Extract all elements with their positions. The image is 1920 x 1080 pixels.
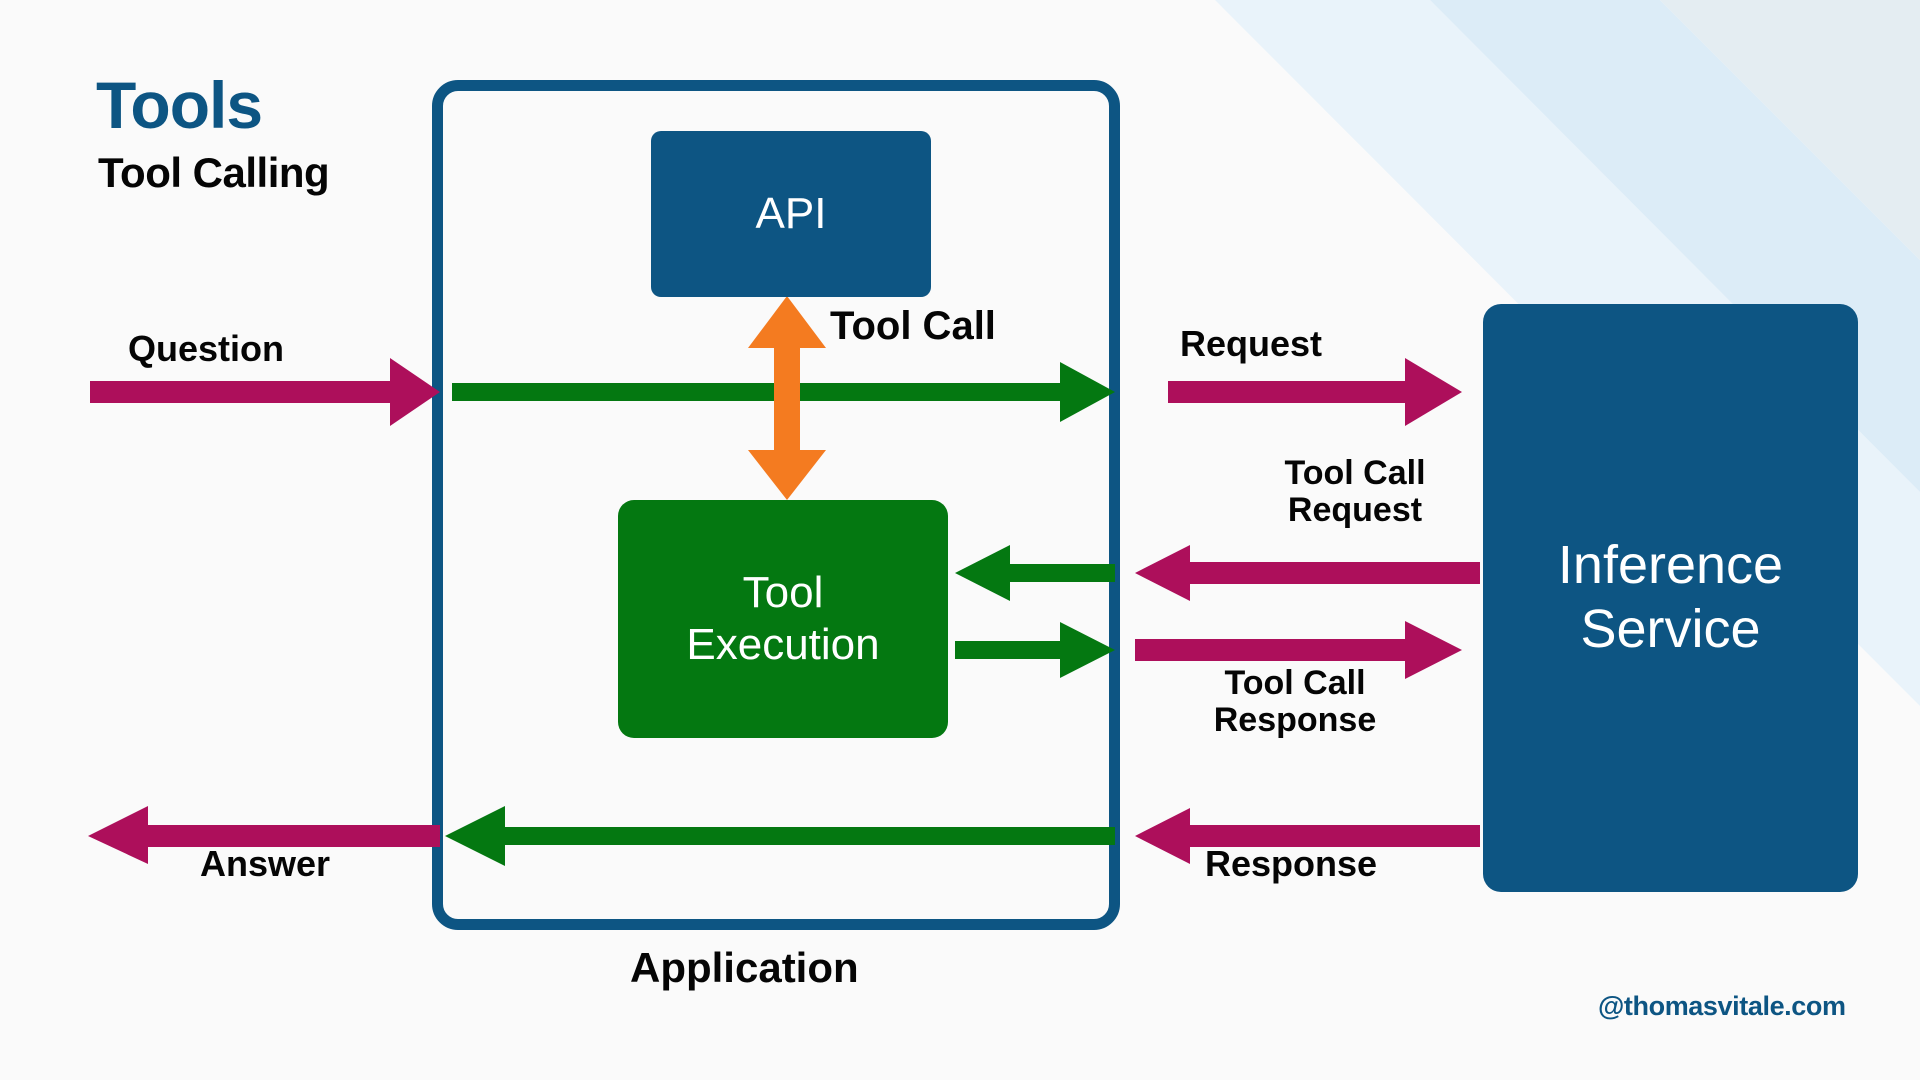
edge-label-request: Request xyxy=(1180,323,1323,364)
tool-call-response-green-arrow xyxy=(955,622,1115,678)
node-api-label: API xyxy=(755,189,827,238)
node-inference-service[interactable]: Inference Service xyxy=(1483,304,1858,892)
edge-label-tool-call: Tool Call xyxy=(830,304,996,348)
tool-call-arrow xyxy=(748,296,826,500)
node-inference-service-label-line2: Service xyxy=(1580,599,1761,659)
node-tool-execution-label: Tool Execution xyxy=(686,567,879,671)
node-inference-service-label-line1: Inference xyxy=(1557,535,1784,596)
response-arrow xyxy=(1135,808,1480,864)
tool-call-response-arrow xyxy=(1135,621,1462,679)
edge-label-answer: Answer xyxy=(200,843,331,884)
page-title: Tools xyxy=(96,68,263,142)
edge-label-question: Question xyxy=(128,328,285,369)
answer-arrow xyxy=(88,806,440,864)
node-tool-execution[interactable]: Tool Execution xyxy=(618,500,948,738)
node-api[interactable]: API xyxy=(651,131,931,297)
tool-call-request-arrow xyxy=(1135,545,1480,601)
answer-green-arrow xyxy=(445,806,1115,866)
node-tool-execution-label-line2: Execution xyxy=(686,620,880,669)
node-inference-service-label: Inference Service xyxy=(1558,534,1783,661)
node-application-label: Application xyxy=(630,944,859,991)
request-arrow xyxy=(1168,358,1462,426)
application-boundary xyxy=(432,80,1120,930)
tool-call-request-green-arrow xyxy=(955,545,1115,601)
edge-label-response: Response xyxy=(1205,843,1378,884)
node-tool-execution-label-line1: Tool xyxy=(742,568,824,618)
edge-label-tool-call-request: Tool Call Request xyxy=(1284,454,1426,529)
edge-label-tool-call-response: Tool Call Response xyxy=(1213,664,1377,739)
app-top-green-arrow xyxy=(452,362,1115,422)
watermark-credit: @thomasvitale.com xyxy=(1598,991,1846,1021)
page-subtitle: Tool Calling xyxy=(98,149,330,196)
question-arrow xyxy=(90,358,440,426)
